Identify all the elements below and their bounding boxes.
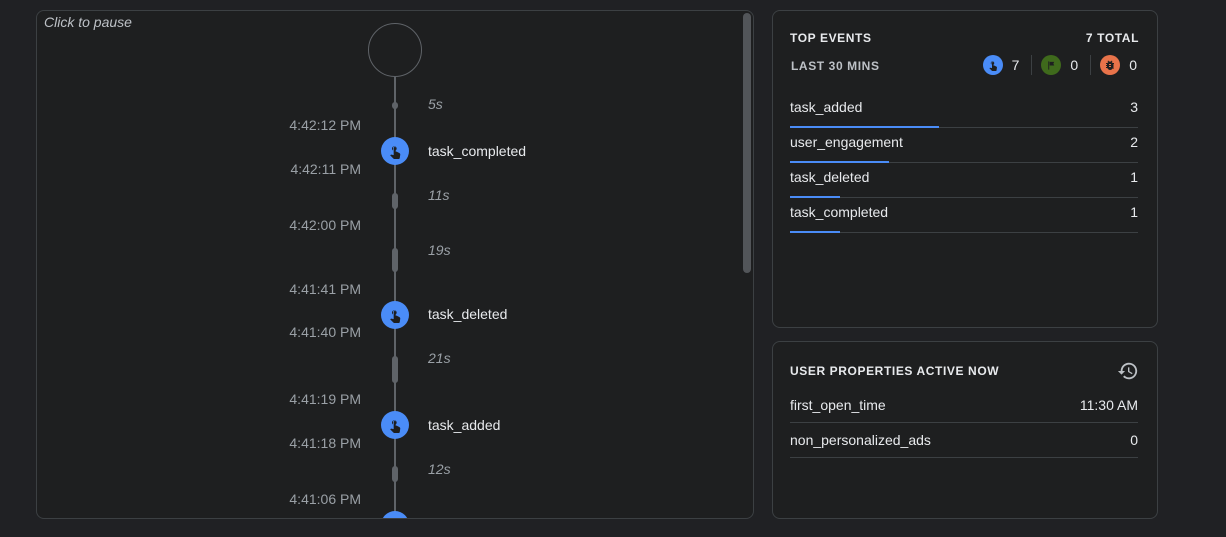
touch-count: 7 <box>1011 57 1020 73</box>
timeline-time: 4:41:40 PM <box>289 324 361 340</box>
timeline-event-name[interactable]: task_completed <box>428 143 527 159</box>
timeline-gap-label: 19s <box>428 242 451 258</box>
counter-divider <box>1031 55 1033 75</box>
event-touch-icon[interactable] <box>381 137 409 165</box>
flag-icon <box>1041 55 1062 75</box>
timeline-event-name[interactable]: task_added <box>428 417 501 433</box>
property-name: non_personalized_ads <box>790 432 931 448</box>
user-properties-card: USER PROPERTIES ACTIVE NOW first_open_ti… <box>772 341 1158 519</box>
timeline-start-circle <box>368 23 422 77</box>
top-events-card: TOP EVENTS 7 TOTAL LAST 30 MINS 7 0 0 ta… <box>772 10 1158 328</box>
event-count: 1 <box>1130 169 1138 185</box>
list-item[interactable]: non_personalized_ads 0 <box>790 423 1138 458</box>
event-label: task_completed <box>790 204 889 220</box>
timeline-time: 4:42:11 PM <box>290 161 361 177</box>
pause-hint[interactable]: Click to pause <box>44 14 132 30</box>
bug-counter[interactable]: 0 <box>1100 55 1137 75</box>
top-events-total: 7 TOTAL <box>1085 31 1139 45</box>
time-range-label: LAST 30 MINS <box>791 59 880 73</box>
event-count: 1 <box>1130 204 1138 220</box>
timeline-event-name[interactable]: task_deleted <box>428 306 508 322</box>
event-touch-icon[interactable] <box>381 511 409 518</box>
touch-counter[interactable]: 7 <box>982 55 1020 75</box>
top-events-heading: TOP EVENTS <box>790 31 872 45</box>
timeline-time: 4:42:00 PM <box>289 217 361 233</box>
list-item[interactable]: task_completed 1 <box>790 198 1138 233</box>
top-events-list: task_added 3 user_engagement 2 task_dele… <box>790 93 1138 233</box>
event-count: 3 <box>1130 99 1138 115</box>
timeline-gap-label: 11s <box>428 187 450 203</box>
event-share-bar <box>790 196 840 198</box>
list-item[interactable]: first_open_time 11:30 AM <box>790 388 1138 423</box>
event-touch-icon[interactable] <box>381 301 409 329</box>
event-label: task_deleted <box>790 169 870 185</box>
touch-icon <box>982 55 1003 75</box>
timeline-gap-label: 5s <box>428 96 443 112</box>
timeline-gap-marker <box>392 466 398 482</box>
timeline-gap-marker <box>392 193 398 209</box>
timeline-gap-label: 12s <box>428 461 451 477</box>
flag-count: 0 <box>1070 57 1079 73</box>
property-name: first_open_time <box>790 397 886 413</box>
event-share-bar <box>790 161 889 163</box>
timeline-spine <box>394 77 396 518</box>
user-properties-list: first_open_time 11:30 AM non_personalize… <box>790 388 1138 458</box>
timeline-time: 4:41:41 PM <box>289 281 361 297</box>
history-icon[interactable] <box>1117 360 1139 387</box>
timeline-gap-label: 21s <box>428 350 451 366</box>
timeline-gap-marker <box>392 248 398 272</box>
event-share-bar <box>790 231 840 233</box>
event-share-bar <box>790 126 939 128</box>
property-value: 0 <box>1130 432 1138 448</box>
list-item[interactable]: task_added 3 <box>790 93 1138 128</box>
flag-counter[interactable]: 0 <box>1041 55 1078 75</box>
counter-divider <box>1090 55 1092 75</box>
timeline-time: 4:41:19 PM <box>289 391 361 407</box>
list-item[interactable]: task_deleted 1 <box>790 163 1138 198</box>
bug-count: 0 <box>1129 57 1137 73</box>
timeline-time: 4:41:06 PM <box>289 491 361 507</box>
bug-icon <box>1100 55 1121 75</box>
event-count: 2 <box>1130 134 1138 150</box>
timeline-gap-marker <box>392 102 398 109</box>
property-value: 11:30 AM <box>1079 397 1138 413</box>
event-timeline[interactable]: Click to pause 5s 4:42:12 PM task_comple… <box>36 10 754 519</box>
event-label: user_engagement <box>790 134 903 150</box>
timeline-time: 4:42:12 PM <box>289 117 361 133</box>
event-label: task_added <box>790 99 863 115</box>
timeline-gap-marker <box>392 356 398 383</box>
timeline-time: 4:41:18 PM <box>289 435 361 451</box>
timeline-scrollbar[interactable] <box>743 13 751 273</box>
user-properties-heading: USER PROPERTIES ACTIVE NOW <box>790 364 1000 378</box>
event-type-counters: 7 0 0 <box>982 55 1137 75</box>
event-touch-icon[interactable] <box>381 411 409 439</box>
list-item[interactable]: user_engagement 2 <box>790 128 1138 163</box>
